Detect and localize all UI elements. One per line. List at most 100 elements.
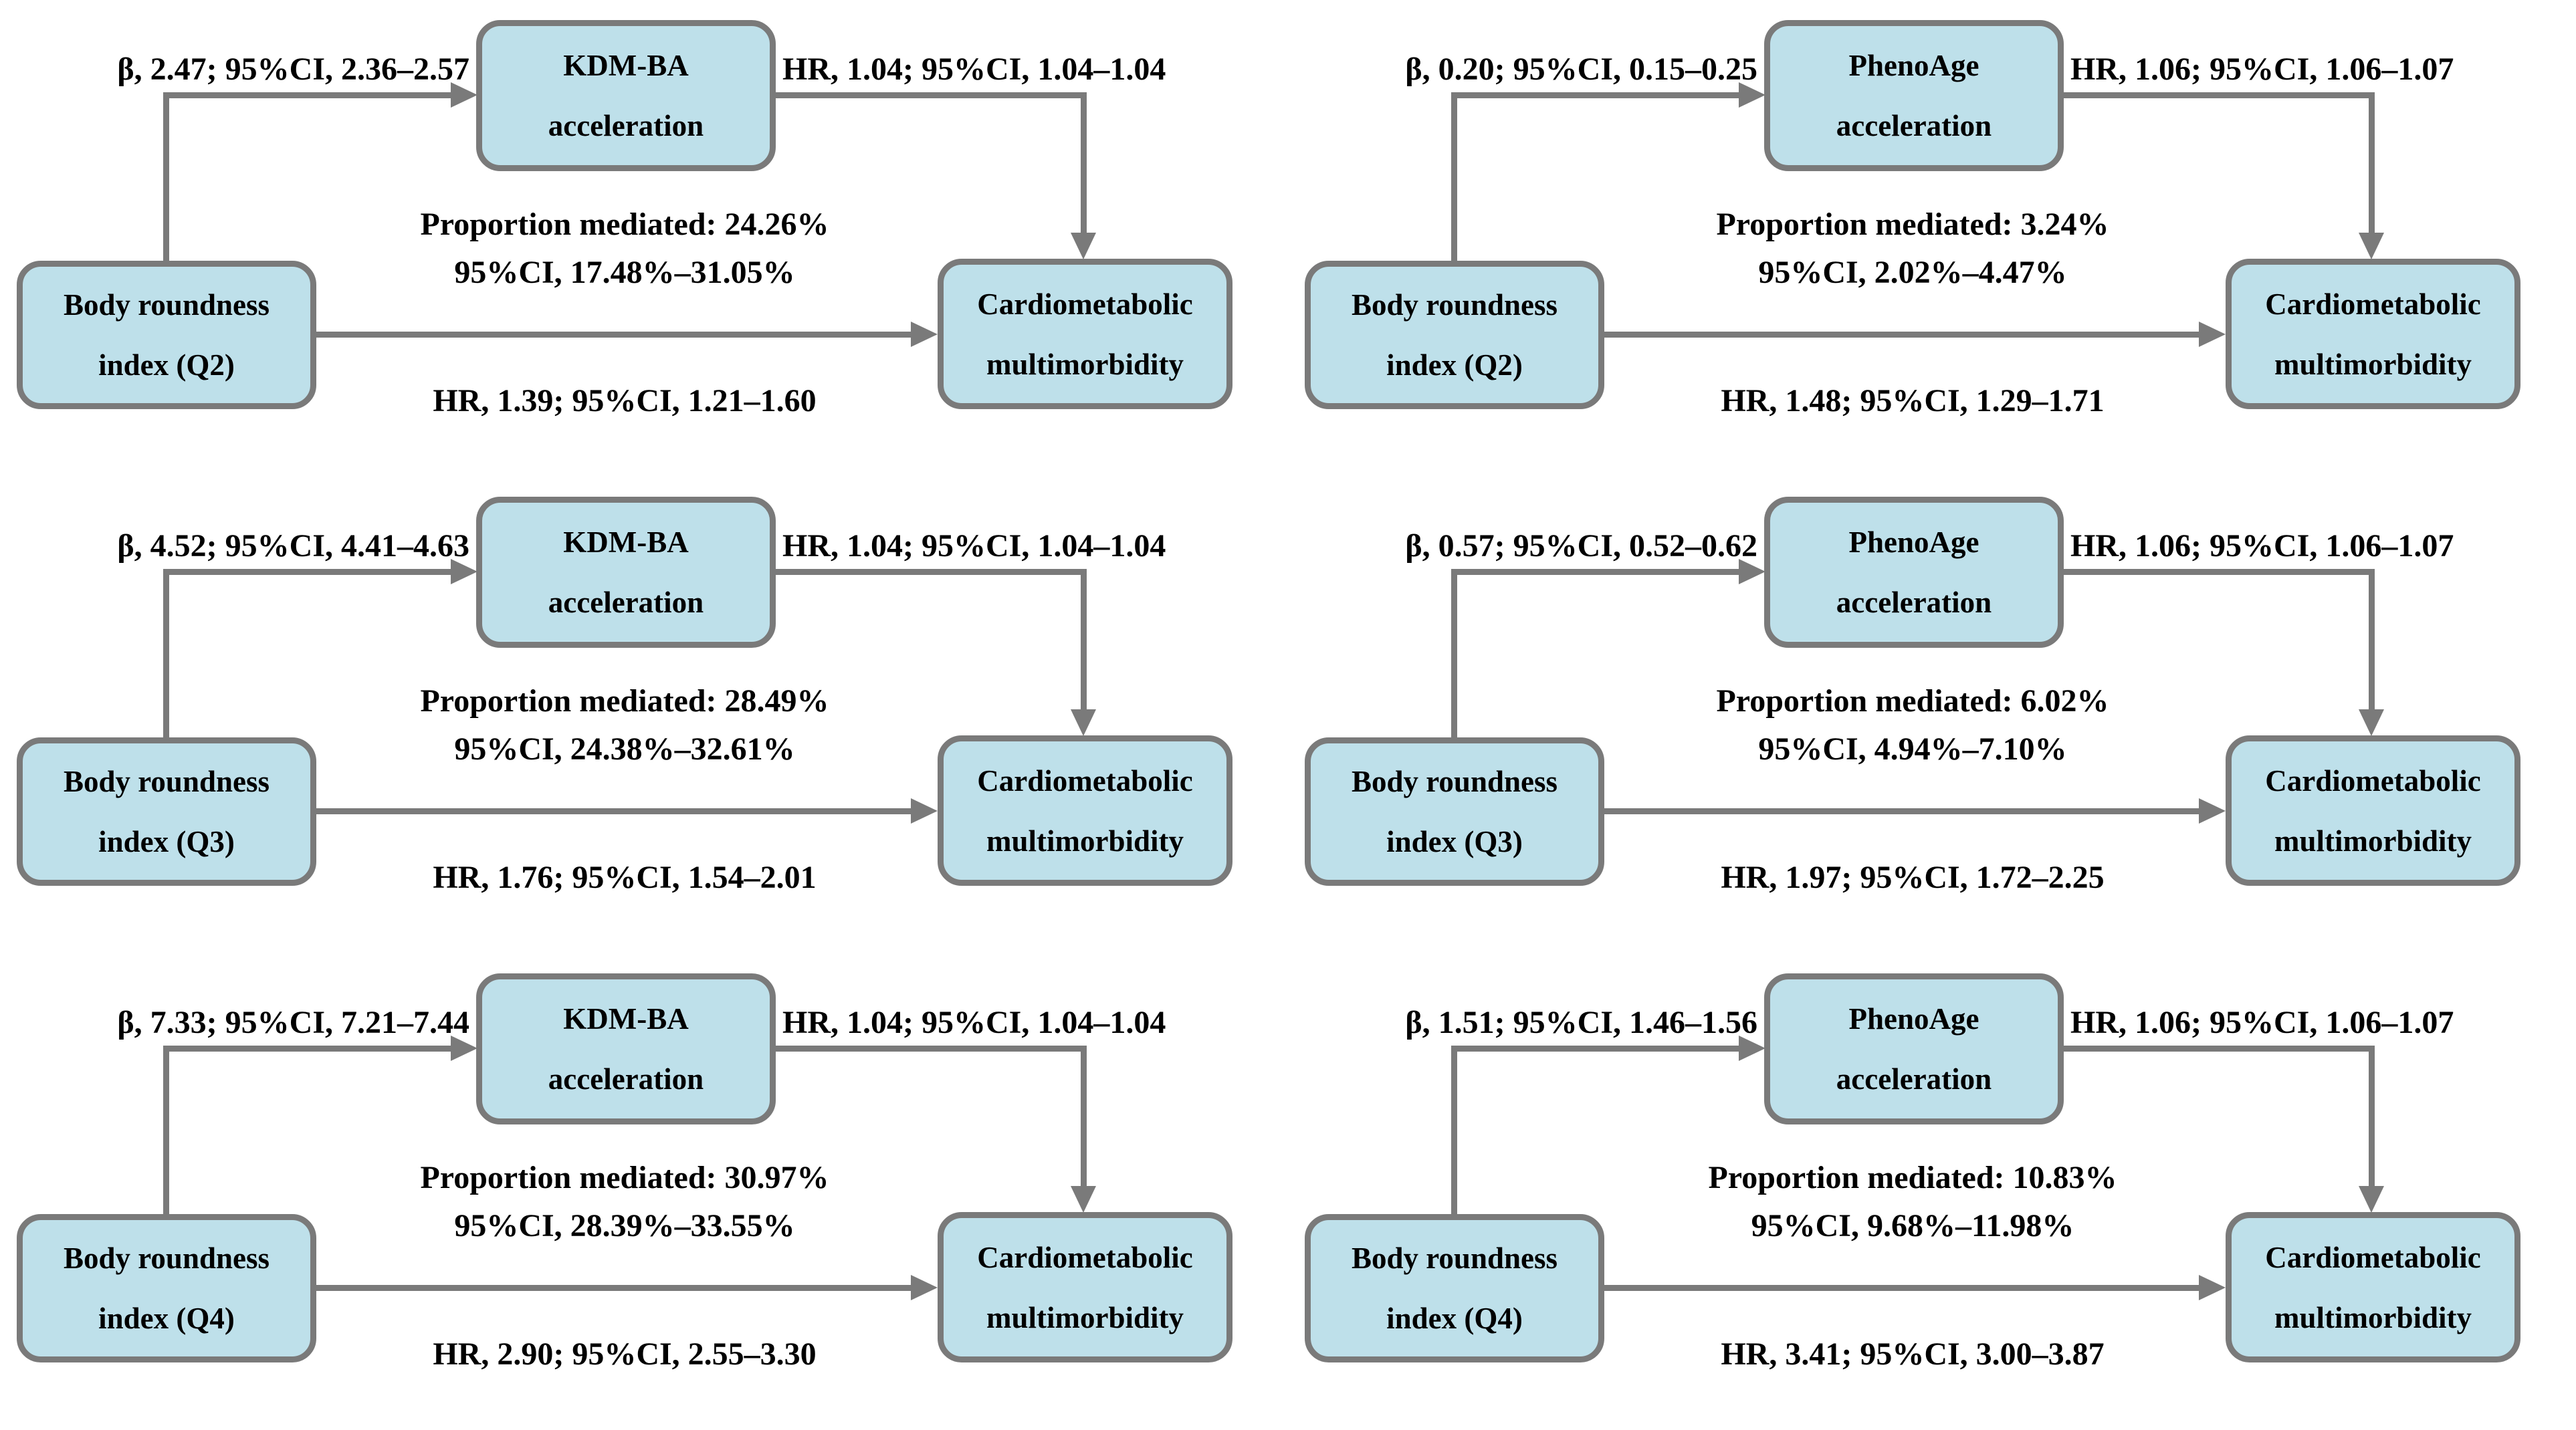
mediator-hr-label: HR, 1.06; 95%CI, 1.06–1.07 bbox=[2070, 528, 2454, 564]
proportion-mediated-line1: Proportion mediated: 6.02% bbox=[1716, 683, 2109, 719]
arrow-exposure-to-mediator-vertical bbox=[1451, 1046, 1457, 1214]
proportion-mediated-ci-line: 95%CI, 24.38%–32.61% bbox=[454, 731, 795, 767]
mediator-label-line2: acceleration bbox=[548, 109, 704, 142]
arrowhead-into-outcome-direct-icon bbox=[2199, 798, 2226, 824]
mediation-panel: KDM-BA acceleration Body roundness index… bbox=[0, 477, 1288, 953]
direct-hr-label: HR, 2.90; 95%CI, 2.55–3.30 bbox=[433, 1336, 817, 1372]
mediator-box: PhenoAge acceleration bbox=[1764, 973, 2064, 1124]
arrow-mediator-to-outcome-vertical bbox=[1081, 92, 1087, 233]
mediator-label-line2: acceleration bbox=[548, 586, 704, 619]
mediator-label-line1: KDM-BA bbox=[563, 1002, 689, 1036]
outcome-label-line2: multimorbidity bbox=[2274, 824, 2472, 858]
mediation-panel: KDM-BA acceleration Body roundness index… bbox=[0, 953, 1288, 1430]
arrow-exposure-to-mediator-horizontal bbox=[1451, 569, 1739, 575]
arrow-exposure-to-mediator-vertical bbox=[1451, 92, 1457, 261]
proportion-mediated-ci-line: 95%CI, 17.48%–31.05% bbox=[454, 255, 795, 290]
mediator-box: KDM-BA acceleration bbox=[476, 973, 776, 1124]
mediator-label-line1: PhenoAge bbox=[1848, 1002, 1979, 1036]
outcome-box: Cardiometabolic multimorbidity bbox=[2226, 1212, 2520, 1362]
arrow-exposure-to-mediator-horizontal bbox=[163, 92, 451, 98]
arrow-mediator-to-outcome-horizontal bbox=[2062, 569, 2375, 575]
exposure-box: Body roundness index (Q2) bbox=[1305, 261, 1604, 409]
mediator-hr-label: HR, 1.06; 95%CI, 1.06–1.07 bbox=[2070, 1005, 2454, 1040]
arrowhead-into-mediator-icon bbox=[1739, 1036, 1765, 1061]
arrow-mediator-to-outcome-vertical bbox=[2369, 1046, 2375, 1186]
mediator-label-line2: acceleration bbox=[1836, 109, 1992, 142]
arrow-mediator-to-outcome-horizontal bbox=[774, 1046, 1087, 1052]
proportion-mediated-label: Proportion mediated: 30.97% 95%CI, 28.39… bbox=[320, 1154, 930, 1250]
outcome-box: Cardiometabolic multimorbidity bbox=[938, 735, 1232, 886]
beta-path-label: β, 4.52; 95%CI, 4.41–4.63 bbox=[117, 528, 469, 564]
arrow-exposure-to-mediator-horizontal bbox=[1451, 1046, 1739, 1052]
proportion-mediated-label: Proportion mediated: 10.83% 95%CI, 9.68%… bbox=[1608, 1154, 2218, 1250]
mediator-box: PhenoAge acceleration bbox=[1764, 497, 2064, 648]
arrow-mediator-to-outcome-horizontal bbox=[2062, 1046, 2375, 1052]
arrowhead-into-mediator-icon bbox=[1739, 82, 1765, 108]
outcome-label-line2: multimorbidity bbox=[986, 1300, 1184, 1334]
arrow-mediator-to-outcome-horizontal bbox=[774, 569, 1087, 575]
exposure-box: Body roundness index (Q3) bbox=[17, 737, 316, 886]
proportion-mediated-ci-line: 95%CI, 28.39%–33.55% bbox=[454, 1208, 795, 1243]
exposure-label-line2: index (Q3) bbox=[98, 825, 235, 858]
proportion-mediated-line1: Proportion mediated: 28.49% bbox=[420, 683, 829, 719]
outcome-label-line1: Cardiometabolic bbox=[2265, 1240, 2481, 1274]
arrow-exposure-to-mediator-vertical bbox=[163, 92, 169, 261]
exposure-label-line1: Body roundness bbox=[1351, 1241, 1558, 1275]
mediator-hr-label: HR, 1.04; 95%CI, 1.04–1.04 bbox=[782, 1005, 1166, 1040]
exposure-label-line1: Body roundness bbox=[1351, 765, 1558, 798]
proportion-mediated-label: Proportion mediated: 6.02% 95%CI, 4.94%–… bbox=[1608, 677, 2218, 773]
arrow-exposure-to-outcome-direct bbox=[315, 1285, 911, 1291]
arrow-mediator-to-outcome-vertical bbox=[2369, 569, 2375, 709]
arrowhead-into-outcome-direct-icon bbox=[2199, 1275, 2226, 1300]
direct-hr-label: HR, 3.41; 95%CI, 3.00–3.87 bbox=[1721, 1336, 2105, 1372]
outcome-box: Cardiometabolic multimorbidity bbox=[2226, 735, 2520, 886]
arrow-exposure-to-mediator-horizontal bbox=[163, 569, 451, 575]
mediator-label-line1: PhenoAge bbox=[1848, 525, 1979, 559]
outcome-box: Cardiometabolic multimorbidity bbox=[938, 1212, 1232, 1362]
proportion-mediated-line1: Proportion mediated: 3.24% bbox=[1716, 207, 2109, 242]
mediator-box: PhenoAge acceleration bbox=[1764, 20, 2064, 171]
outcome-label-line2: multimorbidity bbox=[986, 824, 1184, 858]
exposure-label-line2: index (Q2) bbox=[98, 348, 235, 382]
mediation-panel: PhenoAge acceleration Body roundness ind… bbox=[1288, 477, 2576, 953]
exposure-box: Body roundness index (Q3) bbox=[1305, 737, 1604, 886]
outcome-label-line1: Cardiometabolic bbox=[2265, 287, 2481, 321]
mediator-label-line1: PhenoAge bbox=[1848, 49, 1979, 82]
proportion-mediated-ci-line: 95%CI, 4.94%–7.10% bbox=[1758, 731, 2067, 767]
proportion-mediated-ci-line: 95%CI, 2.02%–4.47% bbox=[1758, 255, 2067, 290]
direct-hr-label: HR, 1.48; 95%CI, 1.29–1.71 bbox=[1721, 383, 2105, 419]
mediator-box: KDM-BA acceleration bbox=[476, 497, 776, 648]
mediator-label-line2: acceleration bbox=[1836, 1062, 1992, 1096]
arrow-exposure-to-mediator-vertical bbox=[163, 569, 169, 737]
mediator-hr-label: HR, 1.04; 95%CI, 1.04–1.04 bbox=[782, 528, 1166, 564]
proportion-mediated-label: Proportion mediated: 3.24% 95%CI, 2.02%–… bbox=[1608, 201, 2218, 297]
mediator-label-line2: acceleration bbox=[548, 1062, 704, 1096]
direct-hr-label: HR, 1.76; 95%CI, 1.54–2.01 bbox=[433, 860, 817, 895]
arrowhead-into-outcome-icon bbox=[2359, 709, 2384, 736]
exposure-box: Body roundness index (Q4) bbox=[17, 1214, 316, 1362]
beta-path-label: β, 7.33; 95%CI, 7.21–7.44 bbox=[117, 1005, 469, 1040]
outcome-box: Cardiometabolic multimorbidity bbox=[2226, 259, 2520, 409]
arrowhead-into-outcome-icon bbox=[2359, 1186, 2384, 1213]
beta-path-label: β, 2.47; 95%CI, 2.36–2.57 bbox=[117, 51, 469, 87]
arrow-mediator-to-outcome-vertical bbox=[2369, 92, 2375, 233]
arrow-mediator-to-outcome-vertical bbox=[1081, 1046, 1087, 1186]
mediator-label-line2: acceleration bbox=[1836, 586, 1992, 619]
exposure-label-line2: index (Q3) bbox=[1386, 825, 1523, 858]
arrow-exposure-to-mediator-horizontal bbox=[163, 1046, 451, 1052]
arrowhead-into-mediator-icon bbox=[451, 1036, 477, 1061]
mediator-box: KDM-BA acceleration bbox=[476, 20, 776, 171]
arrow-exposure-to-outcome-direct bbox=[1603, 1285, 2199, 1291]
outcome-label-line2: multimorbidity bbox=[2274, 1300, 2472, 1334]
exposure-box: Body roundness index (Q2) bbox=[17, 261, 316, 409]
arrow-exposure-to-mediator-horizontal bbox=[1451, 92, 1739, 98]
exposure-box: Body roundness index (Q4) bbox=[1305, 1214, 1604, 1362]
mediator-hr-label: HR, 1.04; 95%CI, 1.04–1.04 bbox=[782, 51, 1166, 87]
arrowhead-into-outcome-direct-icon bbox=[2199, 322, 2226, 347]
exposure-label-line1: Body roundness bbox=[63, 288, 270, 322]
arrowhead-into-outcome-icon bbox=[1071, 233, 1096, 259]
arrow-exposure-to-mediator-vertical bbox=[1451, 569, 1457, 737]
arrow-mediator-to-outcome-horizontal bbox=[2062, 92, 2375, 98]
direct-hr-label: HR, 1.39; 95%CI, 1.21–1.60 bbox=[433, 383, 817, 419]
